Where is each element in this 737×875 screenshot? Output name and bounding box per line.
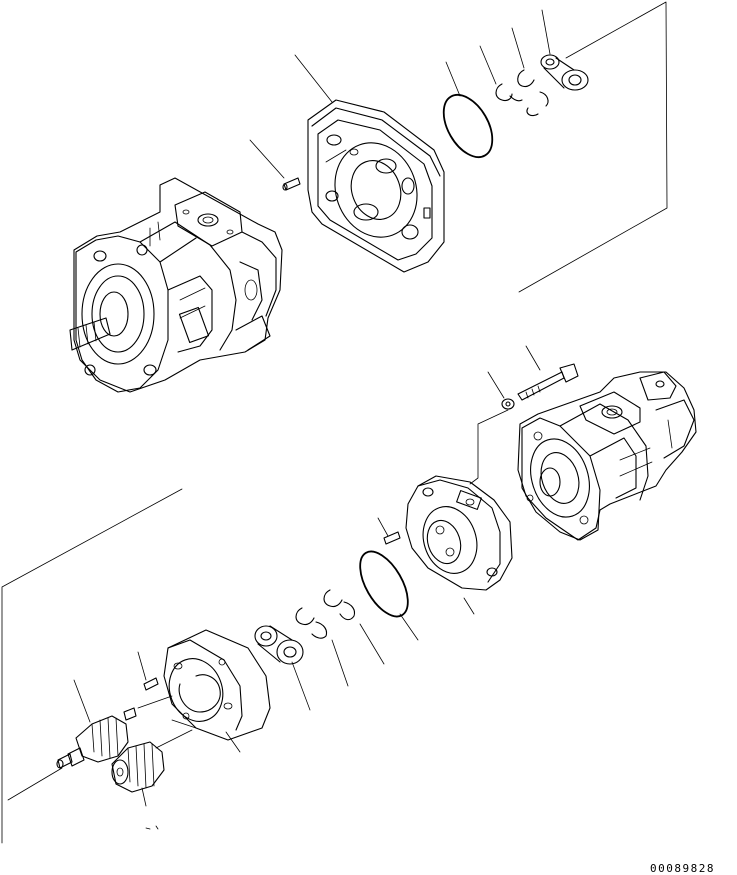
bolt — [517, 363, 579, 401]
lower-backup-ring-2 — [295, 607, 328, 639]
upper-leader-lines — [249, 9, 551, 179]
gear-pin — [143, 677, 159, 691]
upper-o-ring — [442, 94, 494, 158]
upper-pump-housing — [69, 177, 283, 393]
lower-plate — [405, 475, 513, 591]
lower-pump-body — [517, 371, 697, 541]
lower-leader-lines — [7, 345, 541, 807]
upper-seal — [540, 54, 589, 91]
drawing-number: 00089828 — [650, 862, 715, 875]
upper-group-bracket — [518, 1, 668, 293]
lower-pin — [383, 531, 401, 545]
upper-backup-ring-1 — [495, 83, 523, 102]
upper-plate — [307, 99, 445, 273]
lower-backup-ring-1 — [323, 589, 356, 621]
lower-seal — [254, 625, 304, 665]
upper-pin — [282, 177, 301, 191]
gear-case — [163, 629, 271, 741]
lower-o-ring — [359, 550, 409, 618]
driven-gear — [111, 741, 165, 793]
tick-marks — [145, 825, 159, 830]
drive-gear — [56, 707, 137, 769]
washer — [501, 398, 515, 410]
upper-backup-ring-2 — [517, 69, 549, 117]
lower-group-bracket — [1, 488, 183, 844]
